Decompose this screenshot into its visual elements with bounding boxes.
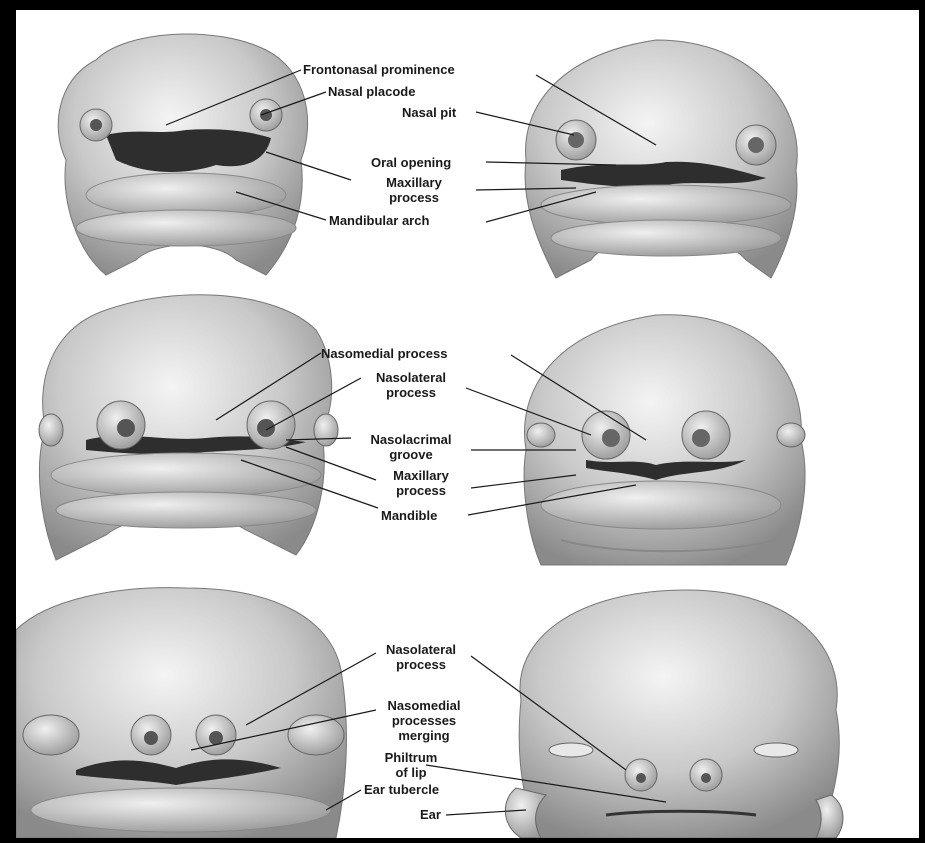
- embryo-row3-left: [16, 588, 346, 838]
- label-nasal-placode: Nasal placode: [328, 84, 415, 99]
- label-philtrum-line2: of lip: [376, 765, 446, 780]
- label-ear-tubercle: Ear tubercle: [364, 782, 439, 797]
- label-maxillary-line1: Maxillary: [371, 468, 471, 483]
- label-nasolateral-line2: process: [371, 657, 471, 672]
- label-oral-opening: Oral opening: [371, 155, 451, 170]
- label-nasomedial-line2: processes: [374, 713, 474, 728]
- label-ear: Ear: [420, 807, 441, 822]
- label-maxillary-line1: Maxillary: [354, 175, 474, 190]
- label-nasomedial-line3: merging: [374, 728, 474, 743]
- label-nasolateral-process-row2: Nasolateral process: [361, 370, 461, 400]
- embryo-row2-right: [524, 315, 805, 565]
- embryo-face-development-figure: Frontonasal prominence Nasal placode Nas…: [16, 10, 919, 838]
- label-mandibular-arch: Mandibular arch: [329, 213, 429, 228]
- label-nasomedial-line1: Nasomedial: [374, 698, 474, 713]
- label-nasal-pit: Nasal pit: [402, 105, 456, 120]
- label-nasolateral-line2: process: [361, 385, 461, 400]
- label-maxillary-line2: process: [371, 483, 471, 498]
- label-maxillary-line2: process: [354, 190, 474, 205]
- embryo-row3-right: [505, 590, 843, 838]
- label-philtrum-line1: Philtrum: [376, 750, 446, 765]
- label-nasolateral-line1: Nasolateral: [361, 370, 461, 385]
- label-frontonasal-prominence: Frontonasal prominence: [303, 62, 455, 77]
- embryo-row2-left: [39, 295, 338, 560]
- label-mandible: Mandible: [381, 508, 437, 523]
- label-philtrum-of-lip: Philtrum of lip: [376, 750, 446, 780]
- label-nasolacrimal-line1: Nasolacrimal: [351, 432, 471, 447]
- label-maxillary-process-row1: Maxillary process: [354, 175, 474, 205]
- label-nasolacrimal-groove: Nasolacrimal groove: [351, 432, 471, 462]
- embryo-row1-left: [58, 34, 307, 275]
- label-maxillary-process-row2: Maxillary process: [371, 468, 471, 498]
- label-nasomedial-processes-merging: Nasomedial processes merging: [374, 698, 474, 743]
- label-nasomedial-process: Nasomedial process: [321, 346, 447, 361]
- label-nasolateral-process-row3: Nasolateral process: [371, 642, 471, 672]
- label-nasolacrimal-line2: groove: [351, 447, 471, 462]
- label-nasolateral-line1: Nasolateral: [371, 642, 471, 657]
- embryo-row1-right: [525, 40, 797, 278]
